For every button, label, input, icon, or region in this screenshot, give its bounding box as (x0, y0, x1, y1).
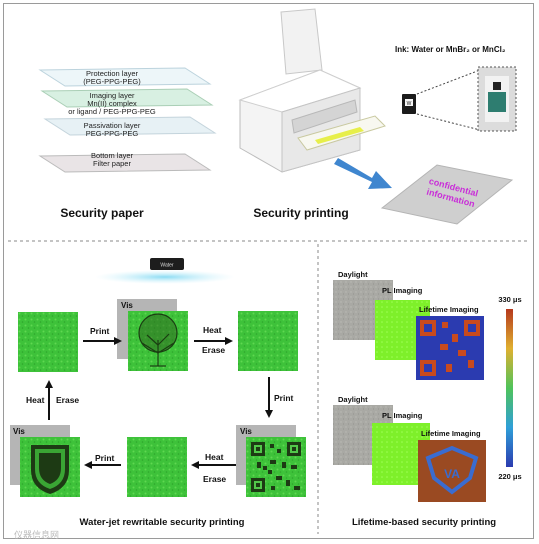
tree-pattern (138, 313, 178, 367)
svg-text:W: W (407, 101, 412, 107)
colorbar-max-label: 330 μs (498, 295, 521, 304)
label-erase-bottom: Erase (203, 474, 226, 484)
protection-label-2: (PEG-PPG-PEG) (83, 77, 141, 86)
zoom-line-bottom (416, 113, 481, 131)
label-heat-bottom: Heat (205, 452, 224, 462)
imaging-label-3: or ligand / PEG-PPG-PEG (68, 107, 156, 116)
label-erase-top: Erase (202, 345, 225, 355)
lifetime-logo-2: VA (425, 445, 479, 495)
passivation-layer-sheet (43, 116, 217, 136)
caption-water-jet: Water-jet rewritable security printing (80, 517, 245, 528)
pl-label-2: PL Imaging (382, 411, 423, 420)
svg-text:VA: VA (444, 467, 460, 481)
label-heat-left: Heat (26, 395, 45, 405)
vis-label-top: Vis (121, 301, 133, 310)
ink-cartridge-icon: W (402, 94, 416, 114)
flow-arrows (45, 337, 273, 469)
lifetime-label-1: Lifetime Imaging (419, 305, 479, 314)
paper-sheet (280, 8, 323, 75)
output-tray-highlight (315, 127, 364, 144)
imaging-label-1: Imaging layer (89, 91, 135, 100)
confidential-sheet (380, 164, 514, 225)
bottom-layer-sheet (38, 153, 212, 173)
label-print-top: Print (90, 326, 110, 336)
security-paper-layers (38, 67, 217, 173)
printing-output-arrow (334, 158, 392, 189)
lifetime-qr-1 (420, 320, 480, 376)
label-print-right: Print (274, 393, 294, 403)
sample-blank-1 (18, 312, 78, 372)
vis-label-right: Vis (240, 427, 252, 436)
passivation-label-1: Passivation layer (84, 121, 141, 130)
pl-label-1: PL Imaging (382, 286, 423, 295)
imaging-layer-sheet (40, 88, 214, 108)
colorbar-min-label: 220 μs (498, 472, 521, 481)
imaging-label-2: Mn(II) complex (87, 99, 137, 108)
figure-frame (3, 3, 534, 539)
daylight-label-2: Daylight (338, 395, 368, 404)
printer-slot (291, 99, 358, 134)
sample-blank-2 (238, 311, 298, 371)
label-heat-top: Heat (203, 325, 222, 335)
protection-layer-sheet (38, 67, 212, 87)
cartridge-photo (477, 66, 517, 132)
svg-text:Water: Water (160, 263, 173, 269)
caption-security-printing: Security printing (253, 206, 348, 220)
bottom-label-1: Bottom layer (91, 151, 134, 160)
caption-security-paper: Security paper (60, 206, 144, 220)
watermark: 仪器信息网 (14, 529, 59, 540)
daylight-label-1: Daylight (338, 270, 368, 279)
vis-label-left: Vis (13, 427, 25, 436)
zoom-line-top (416, 69, 481, 95)
label-erase-left: Erase (56, 395, 79, 405)
ink-label: Ink: Water or MnBr₂ or MnCl₂ (395, 45, 506, 54)
flow-labels: Print Heat Erase Print Heat Erase Print … (26, 325, 294, 484)
qr-pattern (251, 442, 301, 492)
lifetime-label-2: Lifetime Imaging (421, 429, 481, 438)
passivation-label-2: PEG-PPG-PEG (86, 129, 139, 138)
shield-pattern (31, 445, 69, 494)
printer-illustration (238, 8, 386, 173)
bottom-label-2: Filter paper (93, 159, 131, 168)
lifetime-colorbar (506, 309, 513, 467)
layer-labels: Protection layer (PEG-PPG-PEG) Imaging l… (68, 69, 156, 168)
water-printer-icon: Water (95, 258, 235, 284)
label-print-bottom: Print (95, 453, 115, 463)
protection-label-1: Protection layer (86, 69, 139, 78)
caption-lifetime: Lifetime-based security printing (352, 517, 496, 528)
sample-blank-3 (127, 437, 187, 497)
